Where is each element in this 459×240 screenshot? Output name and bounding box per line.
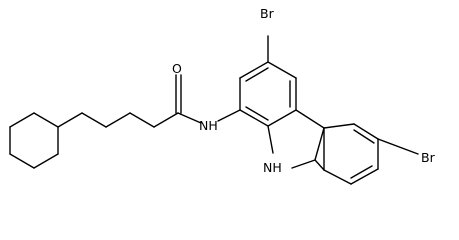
bond xyxy=(217,109,241,122)
amide-group xyxy=(175,74,241,124)
bond xyxy=(353,129,375,144)
bond xyxy=(33,153,59,169)
bond xyxy=(267,125,274,154)
propanoyl-chain xyxy=(57,112,179,128)
bond xyxy=(33,112,59,128)
bond xyxy=(377,138,419,155)
bond xyxy=(295,109,325,129)
bond xyxy=(350,165,373,179)
bond xyxy=(350,168,379,185)
bond xyxy=(353,123,379,140)
bond xyxy=(57,112,83,128)
bond xyxy=(239,109,269,127)
bromine-label-right: Br xyxy=(421,150,436,165)
bond xyxy=(129,112,155,128)
ring-nh-label: NH xyxy=(263,160,282,175)
molecule-structure: Br Br NH NH O xyxy=(9,6,436,185)
bromine-label-top: Br xyxy=(260,6,275,21)
bond xyxy=(153,112,179,128)
carbonyl-oxygen-label: O xyxy=(172,61,182,76)
carbazole-core xyxy=(239,61,379,185)
bond xyxy=(291,159,316,169)
bond xyxy=(245,106,269,121)
bond xyxy=(177,112,202,124)
amide-nh-label: NH xyxy=(199,118,218,133)
bond xyxy=(105,112,131,128)
bond xyxy=(81,112,107,128)
bond xyxy=(314,159,325,171)
bond xyxy=(314,127,325,161)
bond xyxy=(9,153,35,169)
bond xyxy=(245,67,269,82)
bond xyxy=(267,61,297,79)
bond xyxy=(9,112,35,128)
bromine-bonds xyxy=(267,35,419,155)
bond xyxy=(267,109,297,127)
bond xyxy=(323,169,352,185)
bond xyxy=(323,123,355,129)
bond xyxy=(239,61,269,79)
cyclohexyl-ring xyxy=(9,112,59,169)
